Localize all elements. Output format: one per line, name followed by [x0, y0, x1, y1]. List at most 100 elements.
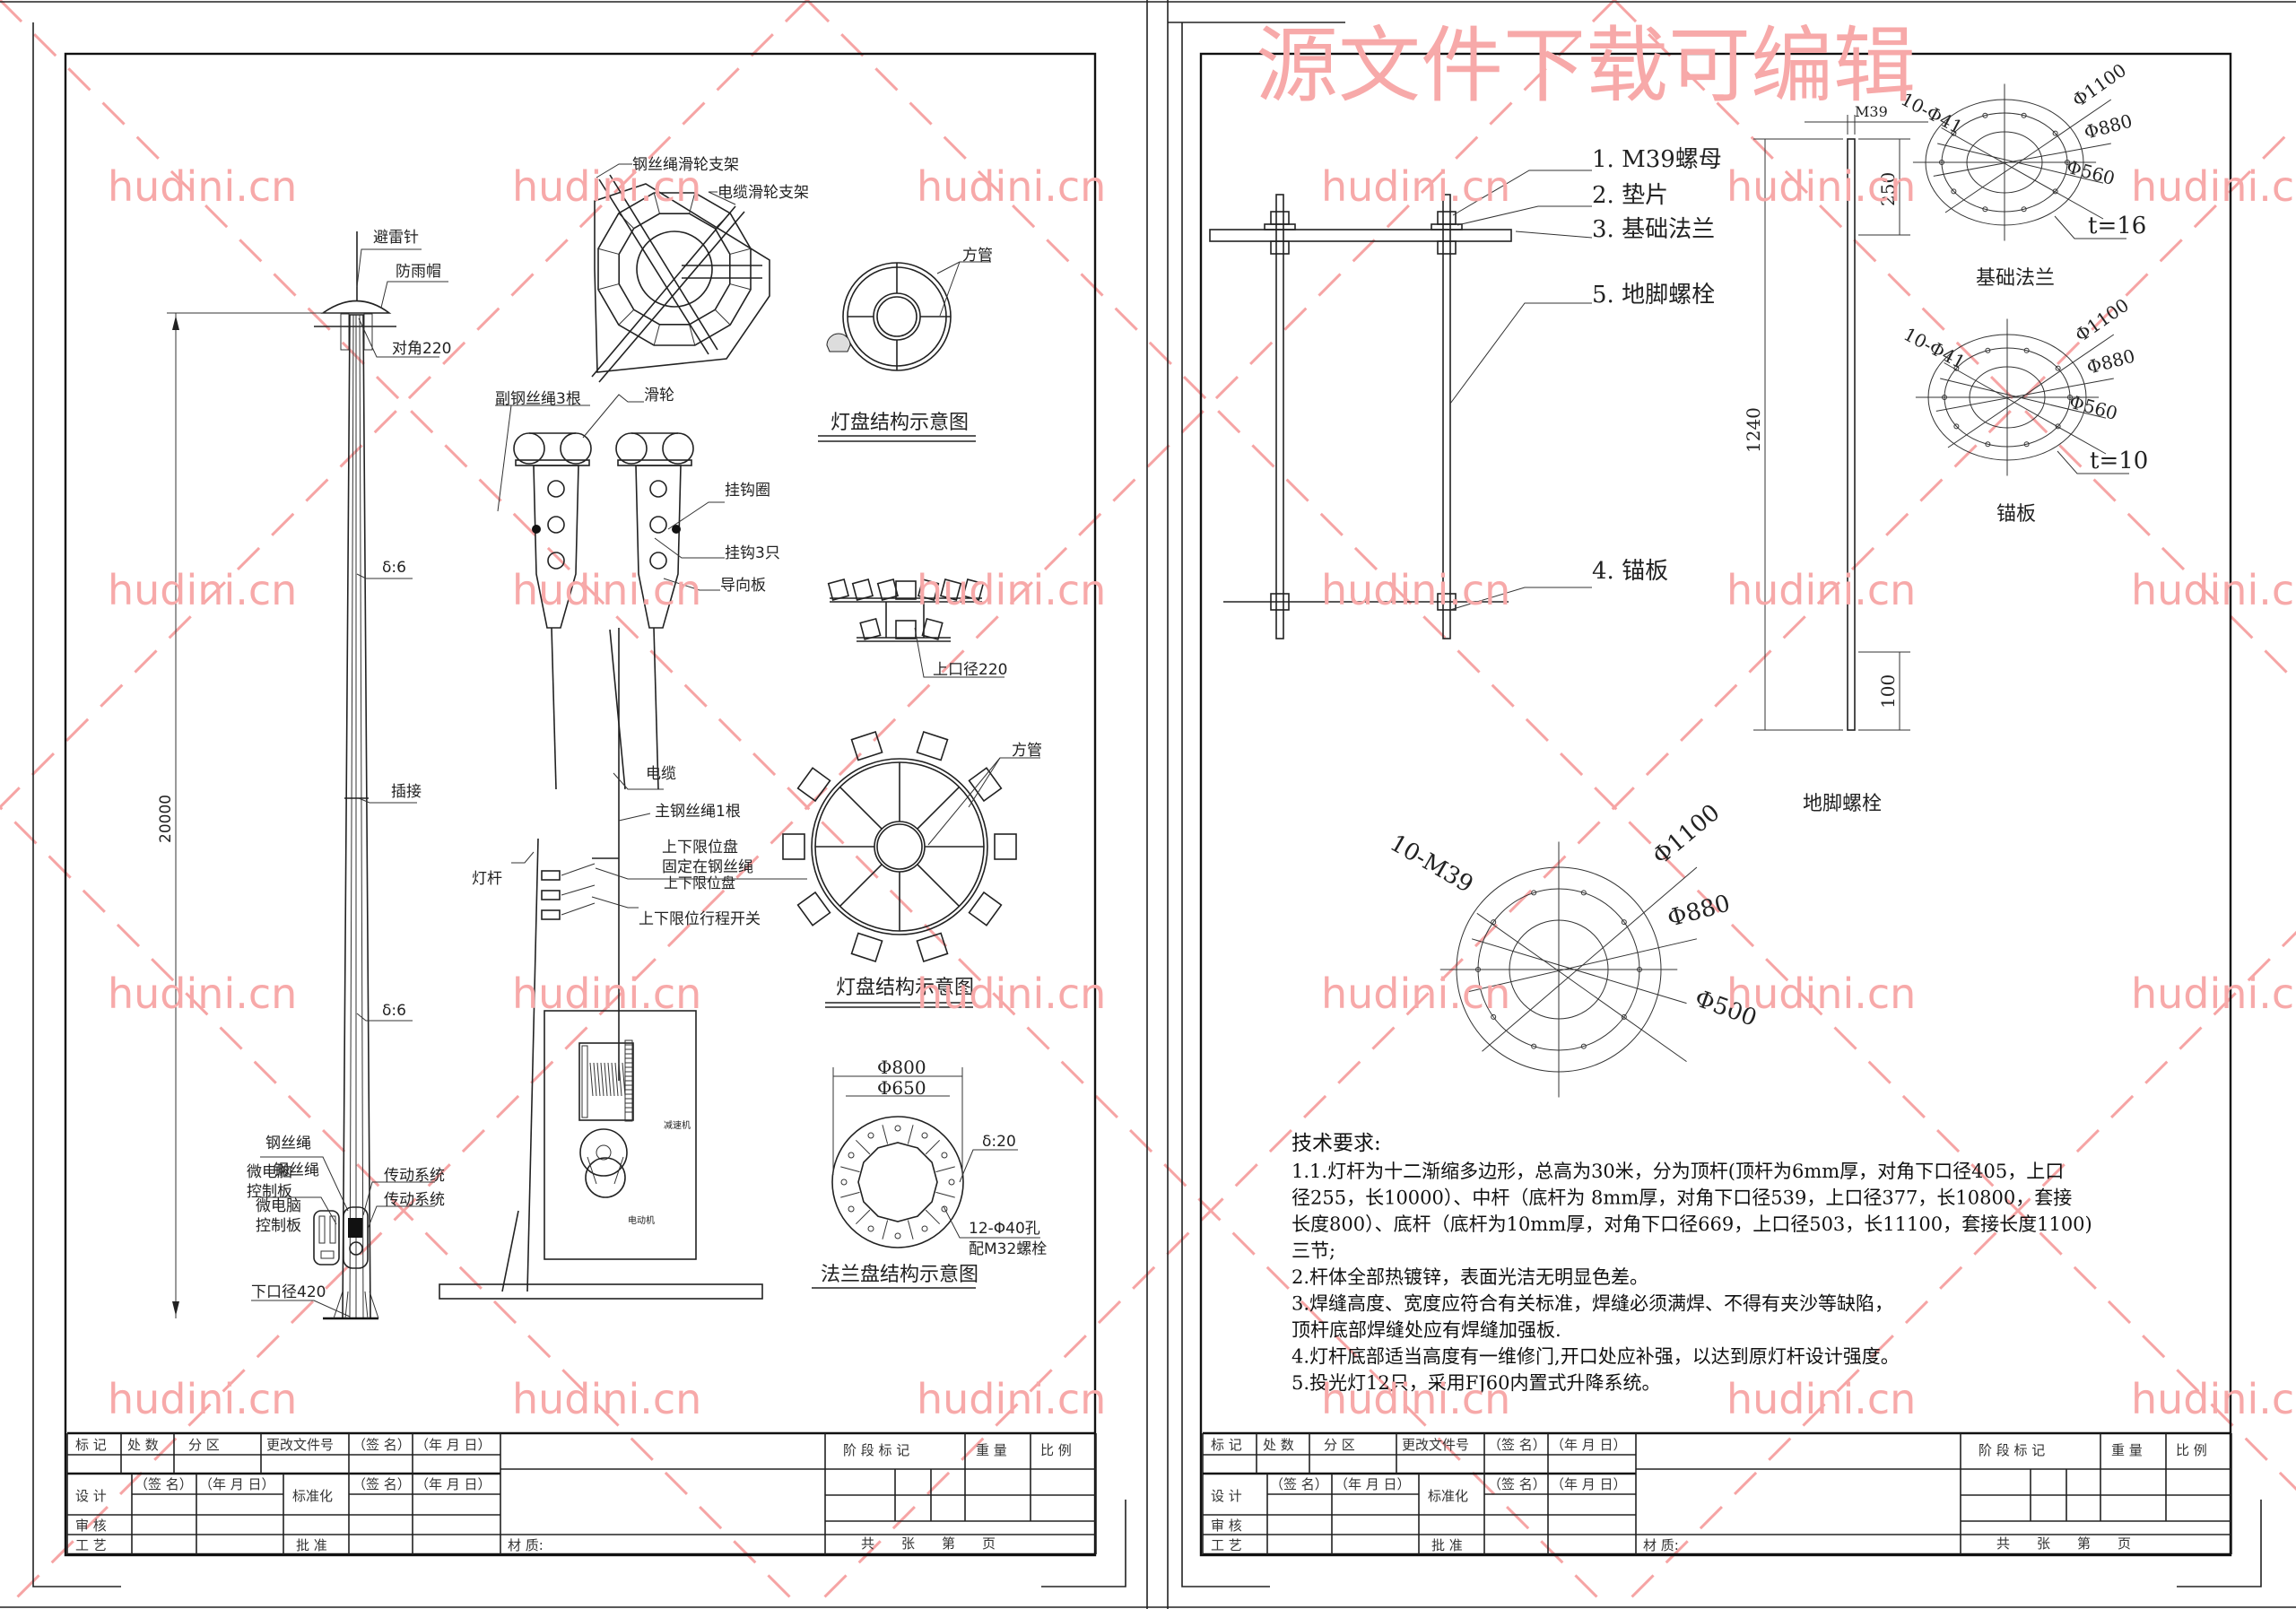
bolt-hole — [840, 1178, 848, 1186]
tb-design: 设 计 — [75, 1488, 107, 1504]
dimension-leader — [1476, 912, 1687, 1063]
bolt-hole — [1621, 919, 1627, 926]
dim-d880: Φ880 — [2084, 345, 2137, 378]
bolt-hole — [2055, 423, 2061, 430]
tb-zone: 分 区 — [1324, 1437, 1355, 1453]
flange-rib — [882, 1125, 889, 1144]
watermark-site: hudini.cn — [108, 162, 297, 211]
base-flange-detail: 10-Φ41 Φ1100 Φ880 Φ560 t=16 基础法兰 — [1898, 59, 2147, 290]
watermark-site: hudini.cn — [108, 970, 297, 1018]
plate-hole — [547, 516, 565, 534]
tb-sheets: 共 张 第 页 — [1996, 1535, 2131, 1552]
tech-line: 三节; — [1292, 1240, 1335, 1262]
flange-rib — [925, 1209, 941, 1225]
bolt-hole — [2023, 441, 2030, 448]
bolt-hole — [2021, 112, 2027, 118]
label-base-flange: 3. 基础法兰 — [1592, 216, 1715, 243]
guide-plate — [635, 465, 682, 629]
label-thickness-upper: δ:6 — [382, 559, 406, 577]
label-pulley: 滑轮 — [644, 387, 674, 404]
bolt-hole — [1621, 1013, 1627, 1020]
ring-segment — [618, 309, 635, 326]
tech-line: 3.焊缝高度、宽度应符合有关标准，焊缝必须满焊、不得有夹沙等缺陷， — [1292, 1293, 1893, 1315]
label-hooks: 挂钩3只 — [725, 544, 780, 562]
bolt-hole — [1985, 441, 1991, 448]
watermark-line — [0, 0, 1611, 1609]
ring-segment — [597, 283, 620, 291]
bolt-hole — [1637, 967, 1642, 972]
watermark-line — [805, 0, 2296, 1492]
label-lamp-pole: 灯杆 — [472, 870, 502, 888]
flange-rib — [855, 1209, 871, 1225]
bolt-hole — [948, 1178, 955, 1186]
watermark-site: hudini.cn — [917, 970, 1106, 1018]
tech-line: 2.杆体全部热镀锌，表面光洁无明显色差。 — [1292, 1266, 1648, 1288]
watermark-line — [0, 0, 809, 810]
label-drive-system: 传动系统 — [384, 1167, 445, 1185]
tb-sheets: 共 张 第 页 — [861, 1535, 996, 1552]
pulley-bracket-top-view: 钢丝绳滑轮支架 电缆滑轮支架 — [591, 156, 809, 383]
base-flange-plate — [1209, 229, 1512, 242]
watermark-banner: 源文件下载可编辑 — [1256, 18, 1916, 114]
label-splice: 插接 — [391, 783, 422, 801]
drum-winding — [604, 1062, 608, 1097]
bolt-hole — [921, 1225, 928, 1232]
flange-rib — [925, 1139, 941, 1155]
bolt-hole — [1953, 423, 1960, 430]
big-flange-detail: 10-M39 Φ1100 Φ880 Φ500 — [1386, 799, 1761, 1098]
watermark-site: hudini.cn — [2131, 970, 2296, 1018]
label-top-diameter-220: 上口径220 — [933, 661, 1007, 679]
dim-250: 250 — [1877, 172, 1899, 206]
watermark-site: hudini.cn — [2131, 566, 2296, 614]
watermark-line — [1613, 0, 2296, 684]
bolt-hole — [941, 1205, 948, 1213]
dimension-leader — [1937, 143, 2104, 184]
label-main-rope: 主钢丝绳1根 — [655, 803, 741, 821]
drum-winding — [593, 1062, 597, 1097]
floodlight — [851, 578, 874, 602]
watermark-site: hudini.cn — [512, 1375, 701, 1423]
plate-hole — [547, 552, 565, 570]
tb-approve: 批 准 — [296, 1537, 327, 1553]
tb-change-doc: 更改文件号 — [266, 1437, 334, 1453]
floodlight — [968, 767, 1003, 803]
label-limit-disc: 上下限位盘 — [662, 839, 738, 857]
label-washer: 2. 垫片 — [1592, 182, 1668, 209]
flange-rib — [840, 1191, 860, 1198]
ring-segment — [729, 283, 752, 291]
drum-winding — [611, 1062, 615, 1097]
title-base-flange: 基础法兰 — [1976, 267, 2055, 290]
dim-d1100: Φ1100 — [2068, 59, 2130, 111]
tb-sign: （签 名） — [135, 1476, 193, 1492]
dim-d560: Φ560 — [2065, 156, 2118, 189]
watermark-line — [0, 804, 804, 1609]
watermark-line — [4, 0, 1616, 1609]
tb-standard: 标准化 — [1428, 1488, 1468, 1504]
bolt-hole — [894, 1125, 901, 1132]
bolt-hole — [2065, 160, 2070, 165]
dim-holes: 10-M39 — [1386, 830, 1478, 899]
tb-stage: 阶 段 标 记 — [843, 1442, 909, 1458]
technical-requirements: 技术要求: 1.1.灯杆为十二渐缩多边形，总高为30米，分为顶杆(顶杆为6mm厚… — [1292, 1132, 2092, 1394]
drive-system — [343, 1206, 369, 1269]
bolt-hole — [1475, 967, 1481, 972]
floodlight — [876, 578, 900, 602]
tech-line: 径255，长10000）、中杆（底杆为 8mm厚，对角下口径539，上口径377… — [1292, 1187, 2072, 1209]
drum-winding — [614, 1062, 619, 1097]
dimension-leader — [1482, 866, 1698, 1052]
floodlight — [921, 617, 944, 640]
ring-segment — [653, 324, 660, 346]
bolt-hole — [2052, 188, 2058, 195]
winch-section: 上下限位盘 电缆 主钢丝绳1根 上下限位盘 固定在钢丝绳 灯杆 上下限位行程开关… — [439, 628, 807, 1300]
dimension-leader — [1947, 334, 2115, 448]
bolt-hole — [921, 1132, 928, 1139]
floodlight — [796, 891, 831, 926]
tb-stage: 阶 段 标 记 — [1979, 1442, 2045, 1458]
dim-d880: Φ880 — [1665, 890, 1733, 932]
ring-segment — [653, 192, 660, 214]
tb-mark: 标 记 — [75, 1437, 107, 1453]
floodlight — [850, 731, 883, 761]
